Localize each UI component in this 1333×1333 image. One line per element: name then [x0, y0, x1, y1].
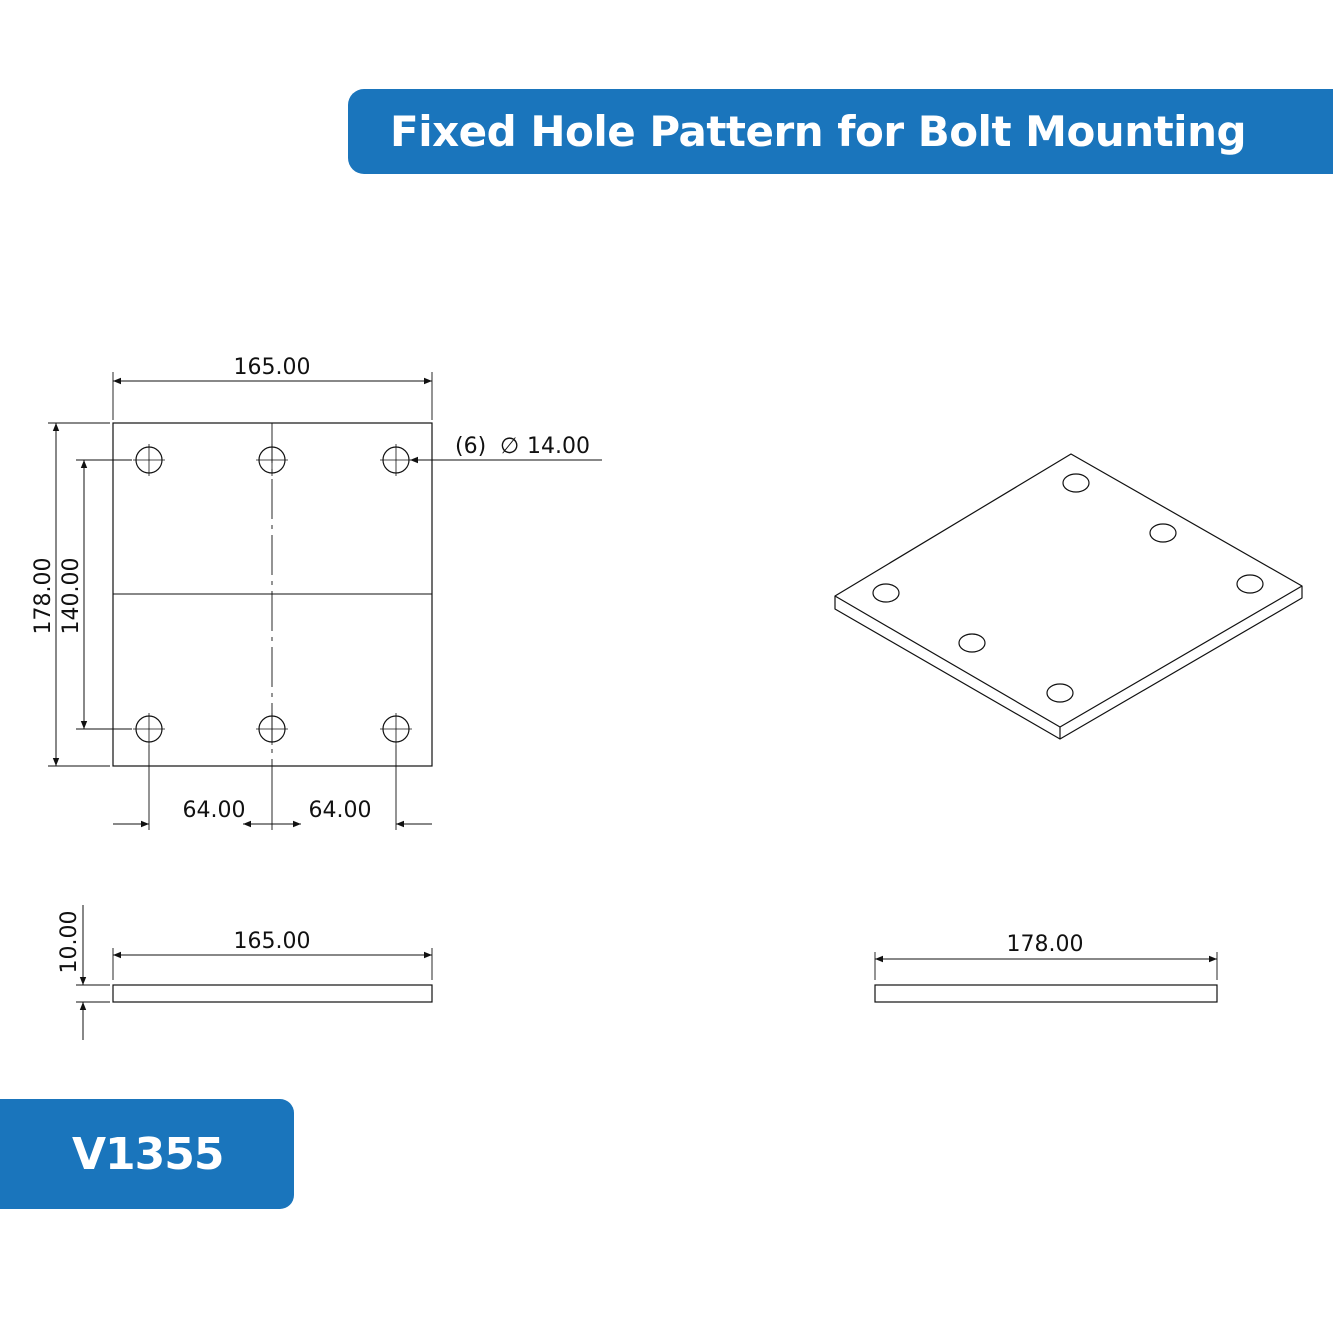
label-right-side-width: 178.00	[1007, 932, 1084, 957]
label-hole-pitch-right: 64.00	[309, 798, 372, 823]
product-code: V1355	[72, 1128, 225, 1180]
label-overall-height: 178.00	[31, 558, 56, 635]
dimension-hole-pitch-vertical	[76, 459, 132, 730]
label-side-width: 165.00	[234, 929, 311, 954]
label-hole-count: (6)	[455, 434, 486, 459]
label-hole-pitch-vertical: 140.00	[59, 558, 84, 635]
label-hole-diameter: 14.00	[527, 434, 590, 459]
label-overall-width: 165.00	[234, 355, 311, 380]
side-view-right	[874, 952, 1218, 1003]
iso-front-edge	[834, 586, 1303, 740]
label-diameter-symbol: ∅	[500, 434, 519, 459]
product-code-badge: V1355	[0, 1099, 294, 1209]
hole-bottom-left	[133, 713, 165, 745]
side-plate-bottom	[112, 984, 433, 1003]
side-plate-right	[874, 984, 1218, 1003]
hole-top-right	[380, 444, 412, 476]
label-hole-pitch-left: 64.00	[183, 798, 246, 823]
front-view	[48, 372, 602, 830]
dimension-overall-width	[112, 372, 433, 420]
hole-top-center	[256, 444, 288, 476]
hole-top-left	[133, 444, 165, 476]
hole-bottom-right	[380, 713, 412, 745]
dimension-hole-pitch-horizontal	[113, 745, 432, 830]
title-banner: Fixed Hole Pattern for Bolt Mounting	[348, 89, 1333, 174]
dimension-overall-height	[48, 422, 110, 767]
side-view-bottom	[76, 905, 433, 1040]
isometric-view	[834, 453, 1303, 740]
page-title: Fixed Hole Pattern for Bolt Mounting	[390, 107, 1247, 156]
hole-bottom-center	[256, 713, 288, 745]
label-side-thickness: 10.00	[57, 911, 82, 974]
